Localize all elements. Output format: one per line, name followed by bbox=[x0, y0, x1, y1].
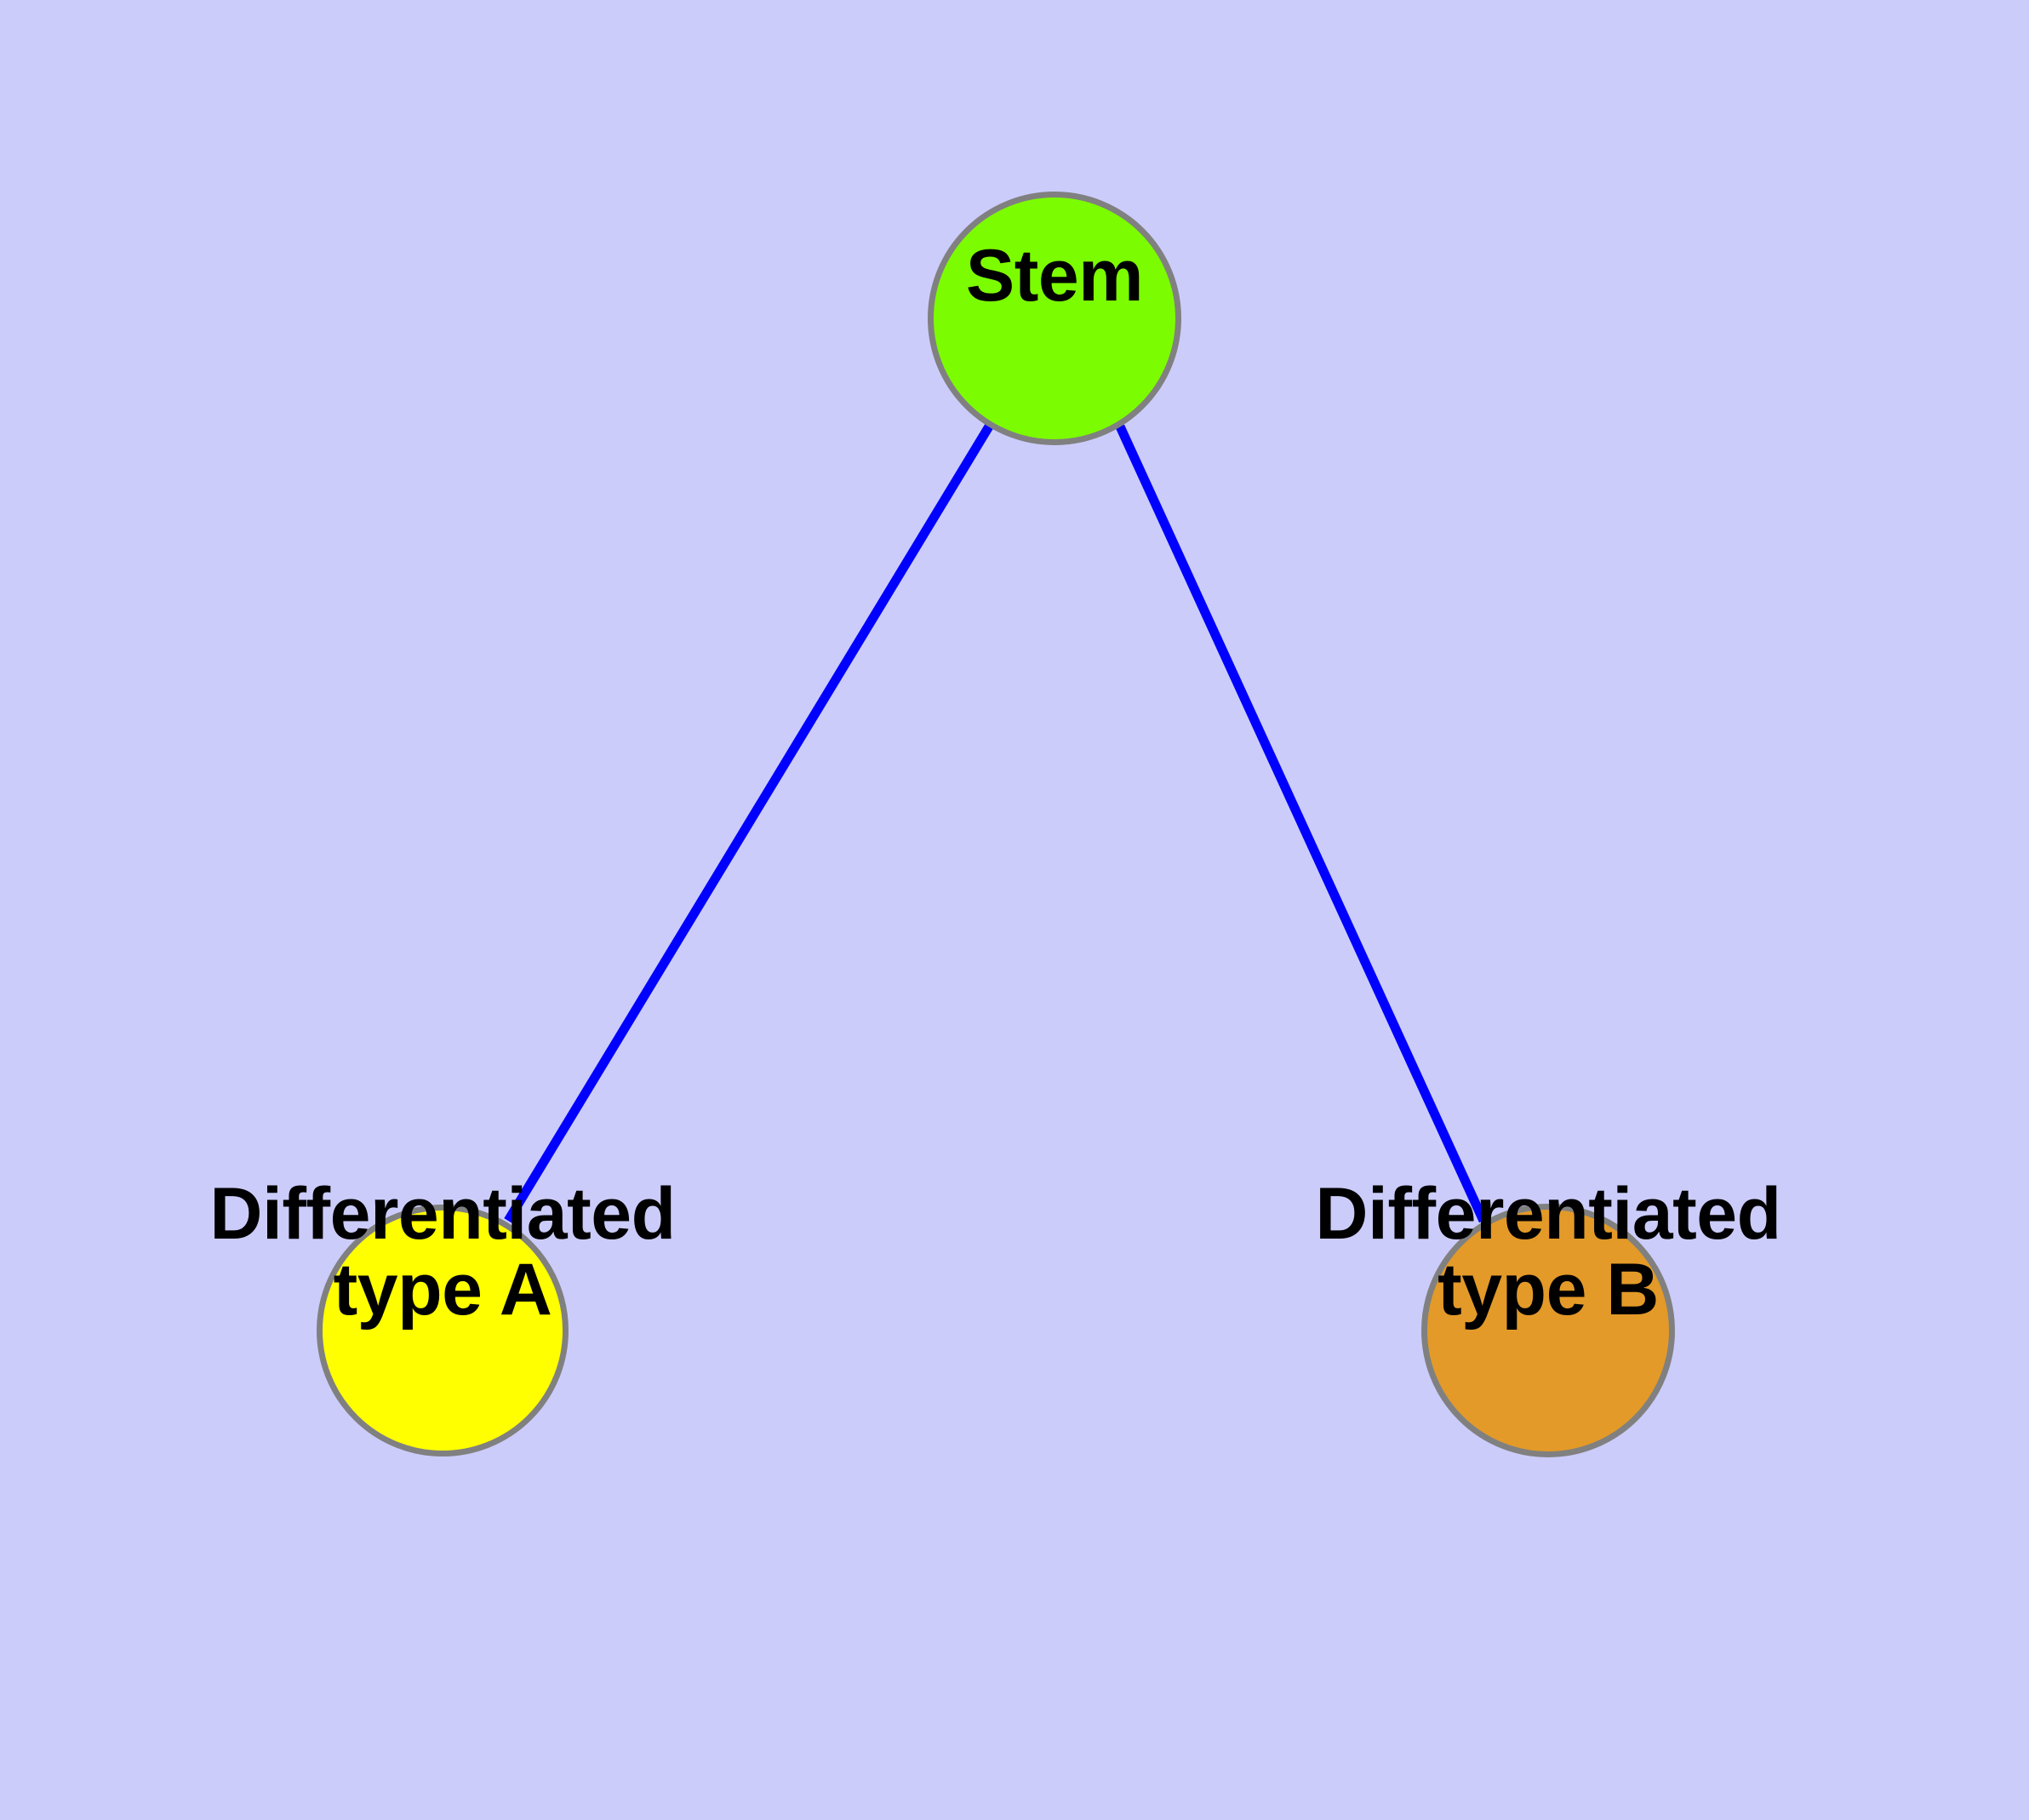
edge-stem-to-differentiated-type-b[interactable] bbox=[1115, 424, 1489, 1223]
node-differentiated-type-a[interactable] bbox=[317, 1205, 569, 1457]
node-differentiated-type-b[interactable] bbox=[1421, 1204, 1675, 1457]
node-stem[interactable] bbox=[928, 192, 1181, 445]
edge-stem-to-differentiated-type-a[interactable] bbox=[504, 424, 993, 1223]
